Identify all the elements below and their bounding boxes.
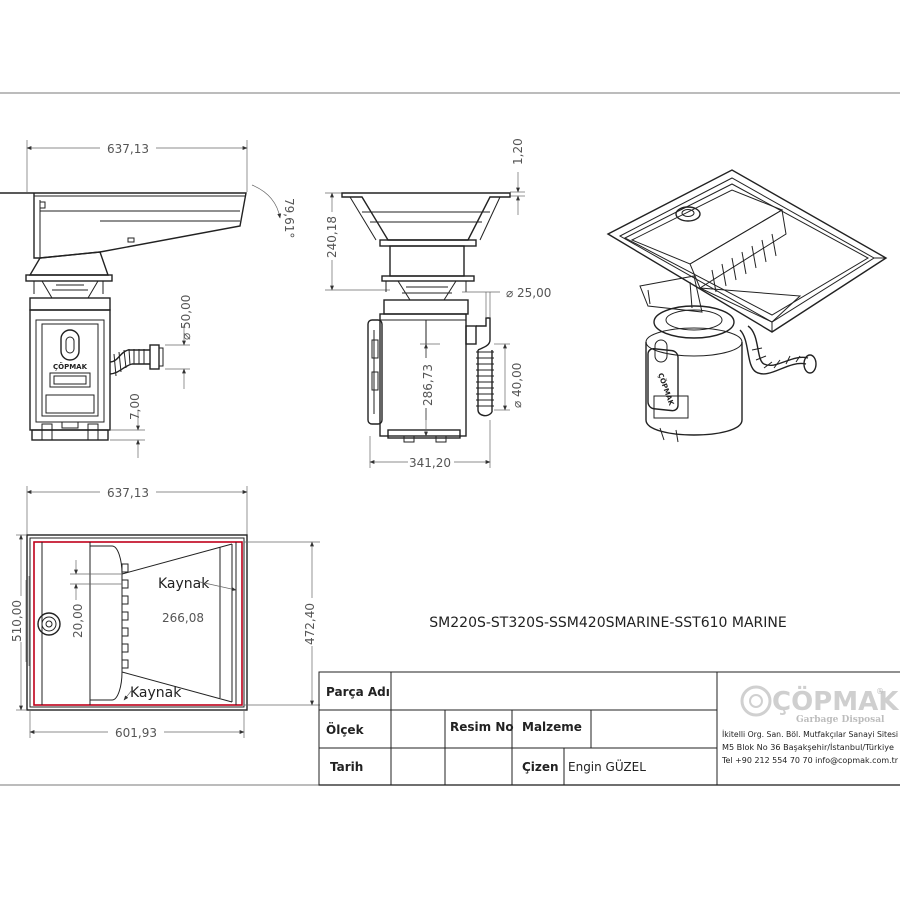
side-flange-dim: 1,20 [511,138,525,165]
side-body-height-dim: 286,73 [421,364,435,406]
product-title: SM220S-ST320S-SSM420SMARINE-SST610 MARIN… [429,615,786,631]
top-bottom-width-dim: 601,93 [115,726,157,740]
material-label: Malzeme [522,720,582,734]
front-unit-logo: ÇÖPMAK [53,362,88,371]
weld-label-top: Kaynak [158,576,210,592]
top-center-dim: 266,08 [162,611,204,625]
scale-label: Ölçek [326,722,365,737]
top-view: 637,13 510,00 [10,484,320,740]
part-name-label: Parça Adı [326,685,390,699]
company-logo-text: ÇÖPMAK [772,684,899,717]
side-view: 1,20 240,18 [322,138,551,470]
iso-unit-logo: ÇÖPMAK [656,372,676,408]
side-drain-pipe [465,317,494,417]
side-pipe-outer-dim: ⌀ 25,00 [506,286,551,300]
company-registered-mark: ® [876,687,884,696]
side-depth-dim: 341,20 [409,456,451,470]
top-width-dim: 637,13 [107,486,149,500]
front-angle-dim: 79,61° [282,198,296,238]
title-block: Parça Adı Ölçek Resim No Malzeme Tarih Ç… [318,671,900,786]
side-hopper-height-dim: 240,18 [325,216,339,258]
top-offset-dim: 20,00 [71,604,85,638]
address-line-2: M5 Blok No 36 Başakşehir/İstanbul/Türkiy… [722,742,894,752]
address-line-1: İkitelli Org. San. Böl. Mutfakçılar Sana… [722,729,898,739]
contact-line: Tel +90 212 554 70 70 info@copmak.com.tr [721,756,899,765]
top-height-dim: 510,00 [10,600,24,642]
front-inlet-dim: ⌀ 50,00 [179,295,193,340]
weld-outline [33,541,243,706]
side-pipe-inner-dim: ⌀ 40,00 [510,363,524,408]
iso-hose [739,325,817,375]
date-label: Tarih [330,760,363,774]
company-logo: ÇÖPMAK ® Garbage Disposal [740,684,899,725]
drawn-by-value: Engin GÜZEL [568,758,646,774]
front-view: 637,13 79,61° ÇÖPMAK [0,140,296,458]
front-width-dim: 637,13 [107,142,149,156]
front-foot-dim: 7,00 [128,393,142,420]
top-inner-height-dim: 472,40 [303,603,317,645]
drawn-by-label: Çizen [522,760,559,774]
drawing-no-label: Resim No [450,720,514,734]
company-tagline: Garbage Disposal [796,715,885,725]
front-hose [109,344,164,377]
isometric-view: ÇÖPMAK [606,169,888,443]
weld-label-bottom: Kaynak [130,685,182,701]
